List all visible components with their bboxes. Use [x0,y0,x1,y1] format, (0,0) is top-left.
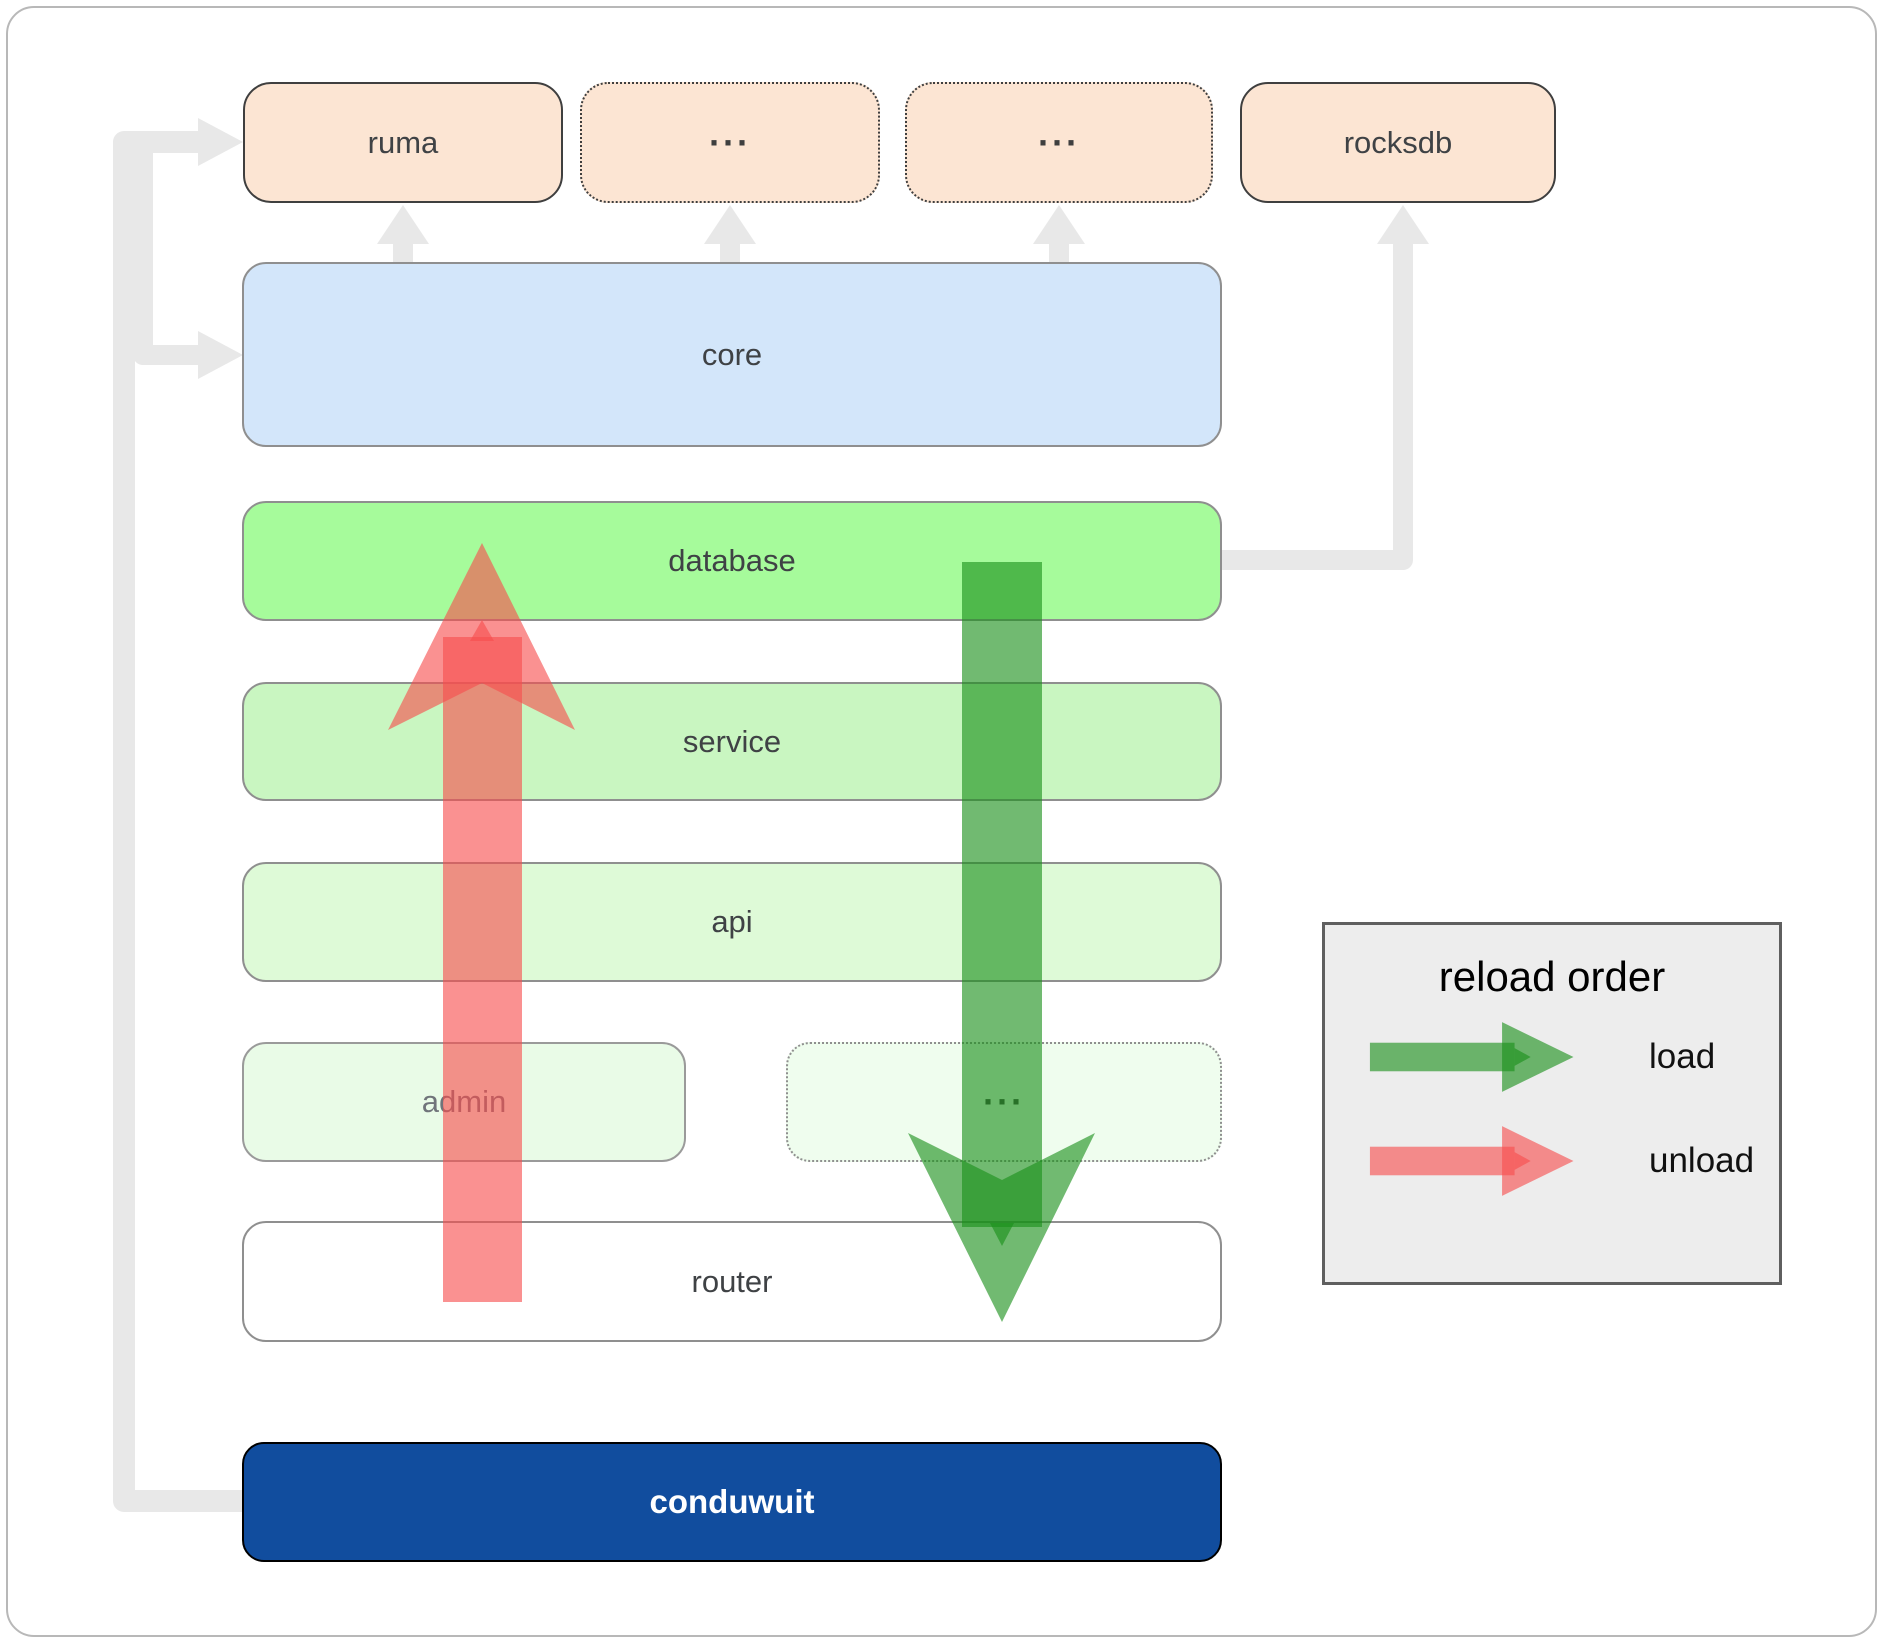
arrow-core-to-ruma [377,205,429,264]
node-service-external: ··· [786,1042,1222,1162]
arrowhead-into-ruma-icon [198,118,243,166]
node-conduwuit: conduwuit [242,1442,1222,1562]
node-service-external-label: ··· [983,1081,1025,1122]
load-arrow-icon [1369,1022,1574,1092]
outer-border [6,6,1877,1637]
legend-unload-label: unload [1649,1141,1755,1180]
arrowhead-into-core-icon [198,331,243,379]
legend-load-label: load [1649,1037,1716,1076]
node-conduwuit-label: conduwuit [649,1483,815,1520]
arrow-core-to-external-2 [1033,205,1085,264]
connector-database-to-rocksdb [1222,240,1413,570]
node-ruma: ruma [243,82,563,203]
legend-title: reload order [1438,953,1666,1000]
node-api: api [242,862,1222,982]
node-external-2: ··· [905,82,1213,203]
node-core-label: core [701,336,763,372]
node-external-1-label: ··· [709,121,751,163]
unload-arrow-icon [1369,1126,1574,1196]
legend-row-load: load [1361,1009,1779,1105]
legend-row-unload: unload [1361,1113,1779,1209]
connector-conduwuit-to-ruma [113,131,242,1512]
node-api-label: api [711,904,753,939]
node-rocksdb-label: rocksdb [1343,124,1453,160]
node-database-label: database [668,543,796,578]
node-external-2-label: ··· [1038,121,1080,163]
arrow-core-to-external-1 [704,205,756,264]
node-router-label: router [691,1263,773,1299]
node-external-1: ··· [580,82,880,203]
node-admin-label: admin [421,1084,507,1119]
legend-reload-order: reload order load unload [1322,922,1782,1285]
node-service: service [242,682,1222,801]
node-database: database [242,501,1222,621]
arrowhead-into-rocksdb-icon [1377,205,1429,244]
node-rocksdb: rocksdb [1240,82,1556,203]
node-service-label: service [682,723,782,759]
node-core: core [242,262,1222,447]
node-router: router [242,1221,1222,1342]
node-ruma-label: ruma [367,124,439,160]
connector-conduwuit-to-core [133,148,198,365]
node-admin: admin [242,1042,686,1162]
